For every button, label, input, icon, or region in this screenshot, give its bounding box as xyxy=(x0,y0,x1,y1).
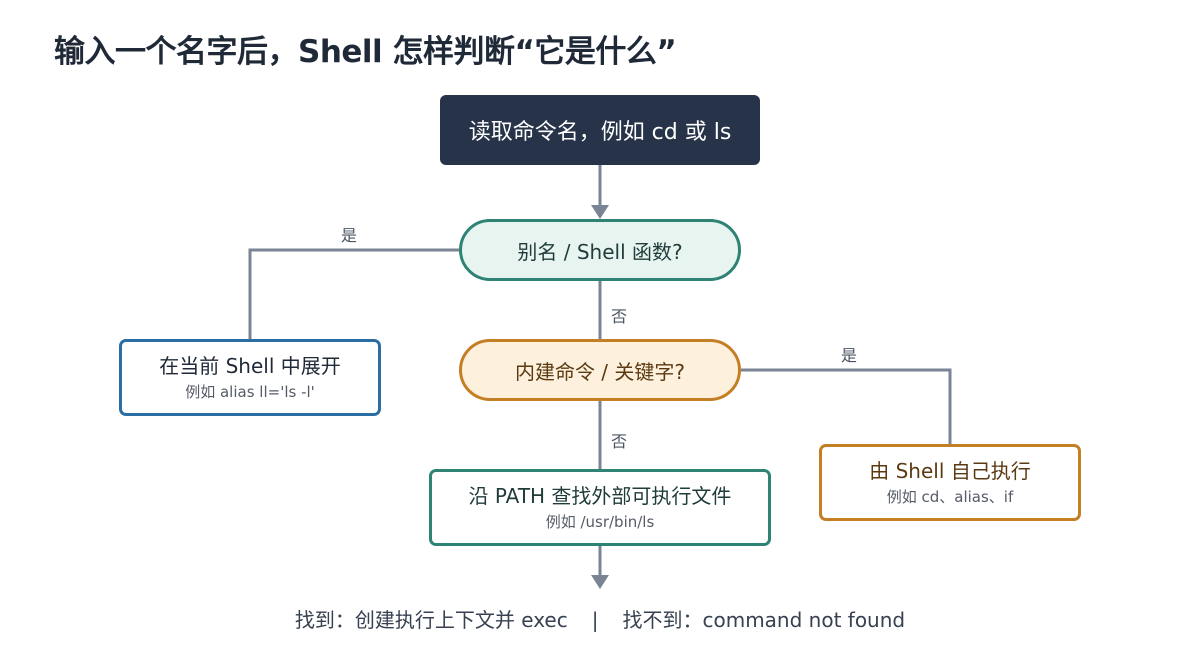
node-expand-in-shell-label: 在当前 Shell 中展开 xyxy=(159,353,341,378)
arrow-start-to-alias-check xyxy=(591,205,609,219)
edge-alias-yes-to-expand xyxy=(248,248,459,339)
node-expand-in-shell: 在当前 Shell 中展开 例如 alias ll='ls -l' xyxy=(119,339,381,416)
node-shell-self-exec-label: 由 Shell 自己执行 xyxy=(869,458,1031,483)
node-expand-in-shell-example: 例如 alias ll='ls -l' xyxy=(185,382,315,401)
node-path-search-label: 沿 PATH 查找外部可执行文件 xyxy=(468,483,732,508)
edge-label-builtin-no: 否 xyxy=(611,432,628,451)
result-summary: 找到：创建执行上下文并 exec | 找不到：command not found xyxy=(0,604,1200,633)
result-found: 找到：创建执行上下文并 exec xyxy=(294,608,568,632)
decision-alias-function-label: 别名 / Shell 函数? xyxy=(517,239,683,264)
node-path-search: 沿 PATH 查找外部可执行文件 例如 /usr/bin/ls xyxy=(429,469,771,546)
node-read-command: 读取命令名，例如 cd 或 ls xyxy=(440,95,760,165)
decision-builtin-keyword-label: 内建命令 / 关键字? xyxy=(514,359,686,384)
decision-builtin-keyword: 内建命令 / 关键字? xyxy=(459,339,741,401)
decision-alias-function: 别名 / Shell 函数? xyxy=(459,219,741,281)
edge-label-alias-yes: 是 xyxy=(341,226,358,245)
result-separator: | xyxy=(591,608,599,632)
page-title: 输入一个名字后，Shell 怎样判断“它是什么” xyxy=(54,34,677,70)
edge-builtin-yes-to-self xyxy=(741,368,952,444)
result-not-found: 找不到：command not found xyxy=(622,608,906,632)
node-shell-self-exec: 由 Shell 自己执行 例如 cd、alias、if xyxy=(819,444,1081,521)
arrow-path-to-result xyxy=(591,575,609,589)
node-path-search-example: 例如 /usr/bin/ls xyxy=(545,512,655,531)
edge-label-builtin-yes: 是 xyxy=(841,346,858,365)
node-read-command-label: 读取命令名，例如 cd 或 ls xyxy=(468,120,732,145)
edge-label-alias-no: 否 xyxy=(611,307,628,326)
node-shell-self-exec-example: 例如 cd、alias、if xyxy=(886,487,1014,506)
